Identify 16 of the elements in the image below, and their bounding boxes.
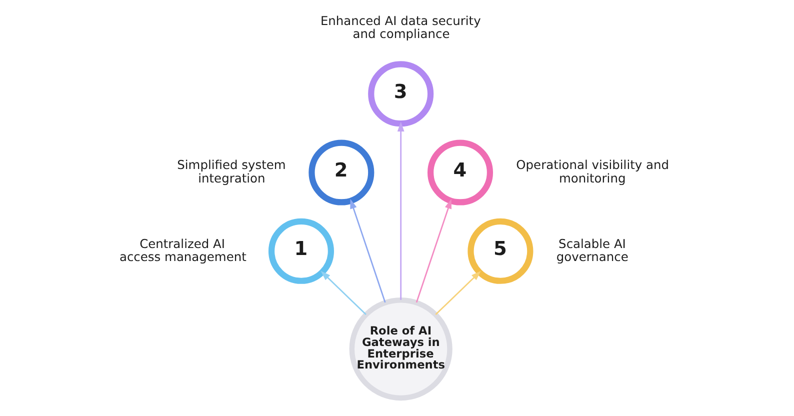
arrow xyxy=(397,122,404,300)
node-circle: 4 xyxy=(428,140,494,206)
node-label: Operational visibility and monitoring xyxy=(516,158,669,186)
arrow xyxy=(320,270,366,316)
node-circle: 3 xyxy=(368,61,434,127)
node-label: Scalable AI governance xyxy=(556,236,628,264)
arrow xyxy=(435,270,481,316)
node-label: Simplified system integration xyxy=(177,158,286,186)
node-circle: 5 xyxy=(468,218,534,284)
node-circle: 2 xyxy=(308,140,374,206)
node-circle: Role of AI Gateways in Enterprise Environments xyxy=(349,297,452,401)
arrow xyxy=(350,198,386,303)
node-label: Enhanced AI data security and compliance xyxy=(320,14,481,42)
node-label: Centralized AI access management xyxy=(119,236,246,264)
node-circle: 1 xyxy=(268,218,334,284)
arrow xyxy=(416,198,452,303)
